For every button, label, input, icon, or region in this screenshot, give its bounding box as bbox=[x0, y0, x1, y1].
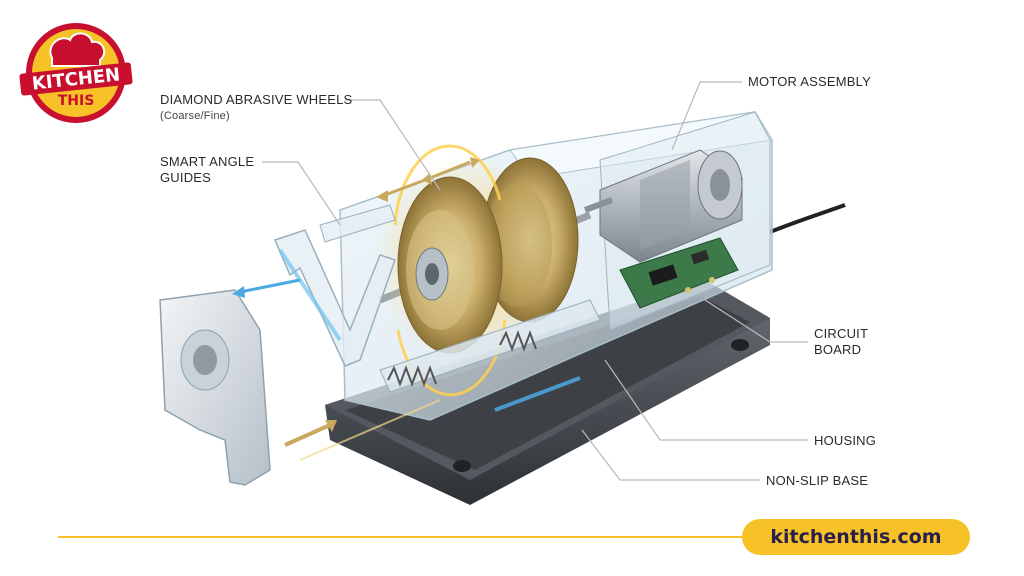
label-circuit-board: CIRCUIT BOARD bbox=[814, 326, 868, 358]
label-motor-text: MOTOR ASSEMBLY bbox=[748, 74, 871, 89]
label-diamond-wheels: DIAMOND ABRASIVE WHEELS (Coarse/Fine) bbox=[160, 92, 352, 124]
label-diamond-wheels-title: DIAMOND ABRASIVE WHEELS bbox=[160, 92, 353, 107]
website-url[interactable]: kitchenthis.com bbox=[770, 526, 942, 548]
label-circuit-line1: CIRCUIT bbox=[814, 326, 869, 341]
motion-arrows bbox=[232, 157, 480, 461]
label-guides-line1: SMART ANGLE bbox=[160, 154, 255, 169]
label-housing: HOUSING bbox=[814, 433, 876, 449]
label-diamond-wheels-sub: (Coarse/Fine) bbox=[160, 110, 230, 122]
label-housing-text: HOUSING bbox=[814, 433, 877, 448]
footer-divider bbox=[58, 536, 748, 538]
kitchen-this-logo: KITCHEN THIS bbox=[19, 23, 133, 123]
leader-lines bbox=[262, 81, 808, 481]
label-smart-angle-guides: SMART ANGLE GUIDES bbox=[160, 154, 254, 186]
spring-slider bbox=[379, 299, 601, 412]
label-circuit-line2: BOARD bbox=[814, 342, 862, 357]
smart-angle-guides bbox=[273, 204, 396, 367]
label-non-slip-base: NON-SLIP BASE bbox=[766, 473, 868, 489]
label-base-text: NON-SLIP BASE bbox=[766, 473, 869, 488]
end-cap bbox=[159, 289, 271, 486]
label-motor-assembly: MOTOR ASSEMBLY bbox=[748, 74, 871, 90]
diamond-abrasive-wheels bbox=[393, 144, 579, 397]
logo-text-this: THIS bbox=[58, 93, 95, 109]
power-cord bbox=[769, 203, 846, 234]
label-guides-line2: GUIDES bbox=[160, 170, 212, 185]
non-slip-base bbox=[325, 280, 770, 505]
circuit-board bbox=[619, 237, 739, 309]
motor-assembly bbox=[583, 149, 743, 263]
website-badge[interactable]: kitchenthis.com bbox=[742, 519, 970, 555]
